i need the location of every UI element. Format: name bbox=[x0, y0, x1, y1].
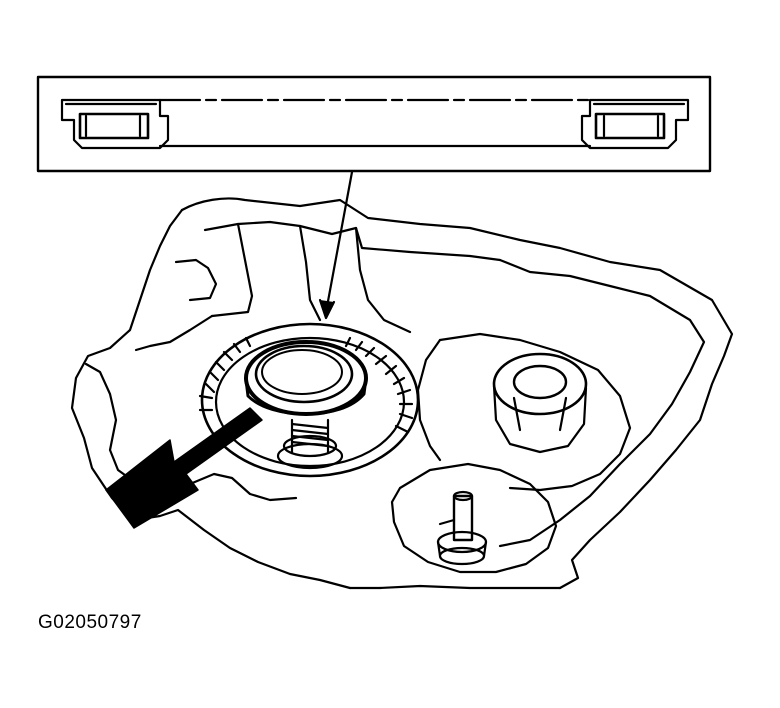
case-boss bbox=[494, 354, 586, 452]
seal-cross-section-inset bbox=[38, 77, 710, 318]
stud-bolt bbox=[438, 492, 486, 564]
figure-id-label: G02050797 bbox=[38, 612, 142, 633]
installation-direction-arrow bbox=[106, 408, 262, 528]
oil-seal bbox=[246, 342, 366, 414]
ring-gear bbox=[200, 324, 418, 476]
